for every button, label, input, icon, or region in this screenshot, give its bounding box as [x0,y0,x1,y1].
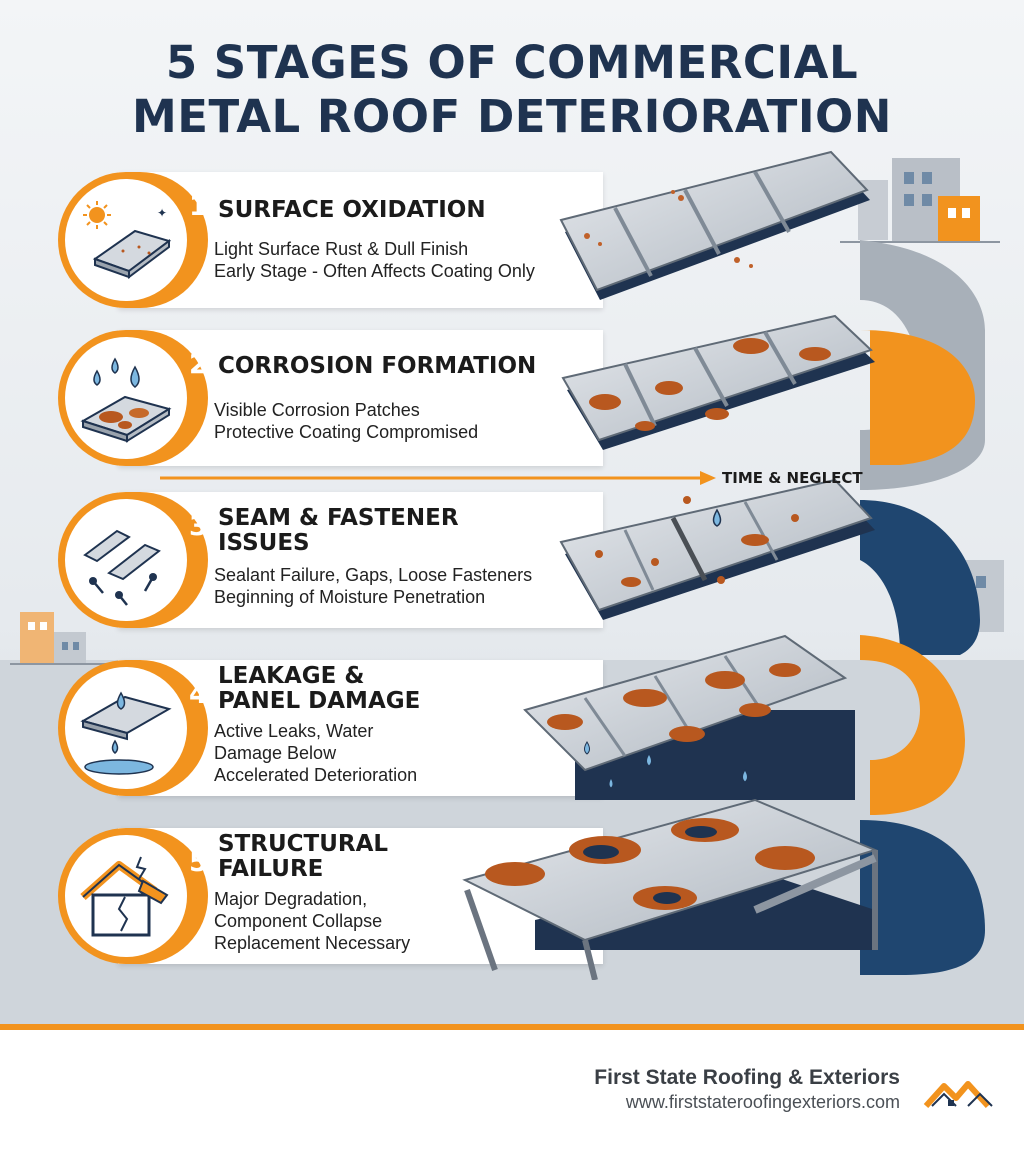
stage-badge [58,330,208,466]
roof-stage-4 [523,634,855,800]
stage-title: STRUCTURAL FAILURE [218,831,389,882]
stage-number: 4 [189,679,208,710]
roof-stage-5 [462,798,878,980]
title-line-1: 5 STAGES OF COMMERCIAL [165,36,859,89]
title-line-2: METAL ROOF DETERIORATION [132,90,892,143]
panels-and-screws-icon [65,499,187,621]
stage-badge [58,492,208,628]
company-name: First State Roofing & Exteriors [594,1066,900,1089]
description-line: Component Collapse [214,911,383,931]
time-neglect-arrow [160,471,716,485]
page-title: 5 STAGES OF COMMERCIAL METAL ROOF DETERI… [0,36,1024,144]
stage-badge: ✦ [58,172,208,308]
stage-number: 2 [189,349,208,380]
flow-band [860,240,985,975]
roof-stage-2 [561,314,875,450]
skyline-left [10,612,110,665]
description-line: Protective Coating Compromised [214,422,479,442]
company-website[interactable]: www.firststateroofingexteriors.com [625,1092,900,1112]
stage-description: Active Leaks, Water Damage Below Acceler… [214,720,594,786]
stage-2: 2 CORROSION FORMATION Visible Corrosion … [58,330,603,466]
stage-description: Visible Corrosion Patches Protective Coa… [214,399,594,443]
stage-title: LEAKAGE & PANEL DAMAGE [218,663,421,714]
stage-description: Sealant Failure, Gaps, Loose Fasteners B… [214,564,594,608]
stage-title: SEAM & FASTENER ISSUES [218,505,459,556]
oxidized-panel-icon: ✦ [65,179,187,301]
footer: First State Roofing & Exteriors www.firs… [0,1030,1024,1154]
stage-number: 5 [189,847,208,878]
stage-title: CORROSION FORMATION [218,353,537,379]
stage-badge [58,828,208,964]
description-line: Active Leaks, Water [214,721,374,741]
description-line: Sealant Failure, Gaps, Loose Fasteners [214,565,533,585]
description-line: Damage Below [214,743,337,763]
stage-title: SURFACE OXIDATION [218,197,486,223]
footer-divider [0,1024,1024,1030]
stage-number: 3 [189,511,208,542]
stage-1: ✦ 1 SURFACE OXIDATION Light Surface Rust… [58,172,603,308]
time-neglect-label: TIME & NEGLECT [722,469,863,487]
roof-stage-1 [559,150,870,300]
stage-3: 3 SEAM & FASTENER ISSUES Sealant Failure… [58,492,603,628]
description-line: Major Degradation, [214,889,368,909]
roof-stage-3 [559,478,875,620]
stage-4: 4 LEAKAGE & PANEL DAMAGE Active Leaks, W… [58,660,603,796]
description-line: Light Surface Rust & Dull Finish [214,239,469,259]
description-line: Early Stage - Often Affects Coating Only [214,261,535,281]
description-line: Replacement Necessary [214,933,411,953]
skyline-top-right [840,158,1000,243]
stage-description: Major Degradation, Component Collapse Re… [214,888,594,954]
description-line: Accelerated Deterioration [214,765,418,785]
leaking-panel-icon [65,667,187,789]
roof-house-logo [923,1081,993,1109]
description-line: Visible Corrosion Patches [214,400,420,420]
stage-description: Light Surface Rust & Dull Finish Early S… [214,238,594,282]
svg-text:✦: ✦ [157,206,167,220]
roof-illustrations [462,150,878,980]
stage-badge [58,660,208,796]
description-line: Beginning of Moisture Penetration [214,587,486,607]
water-drops-corroded-panel-icon [65,337,187,459]
collapsed-house-icon [65,835,187,957]
stage-number: 1 [189,191,208,222]
